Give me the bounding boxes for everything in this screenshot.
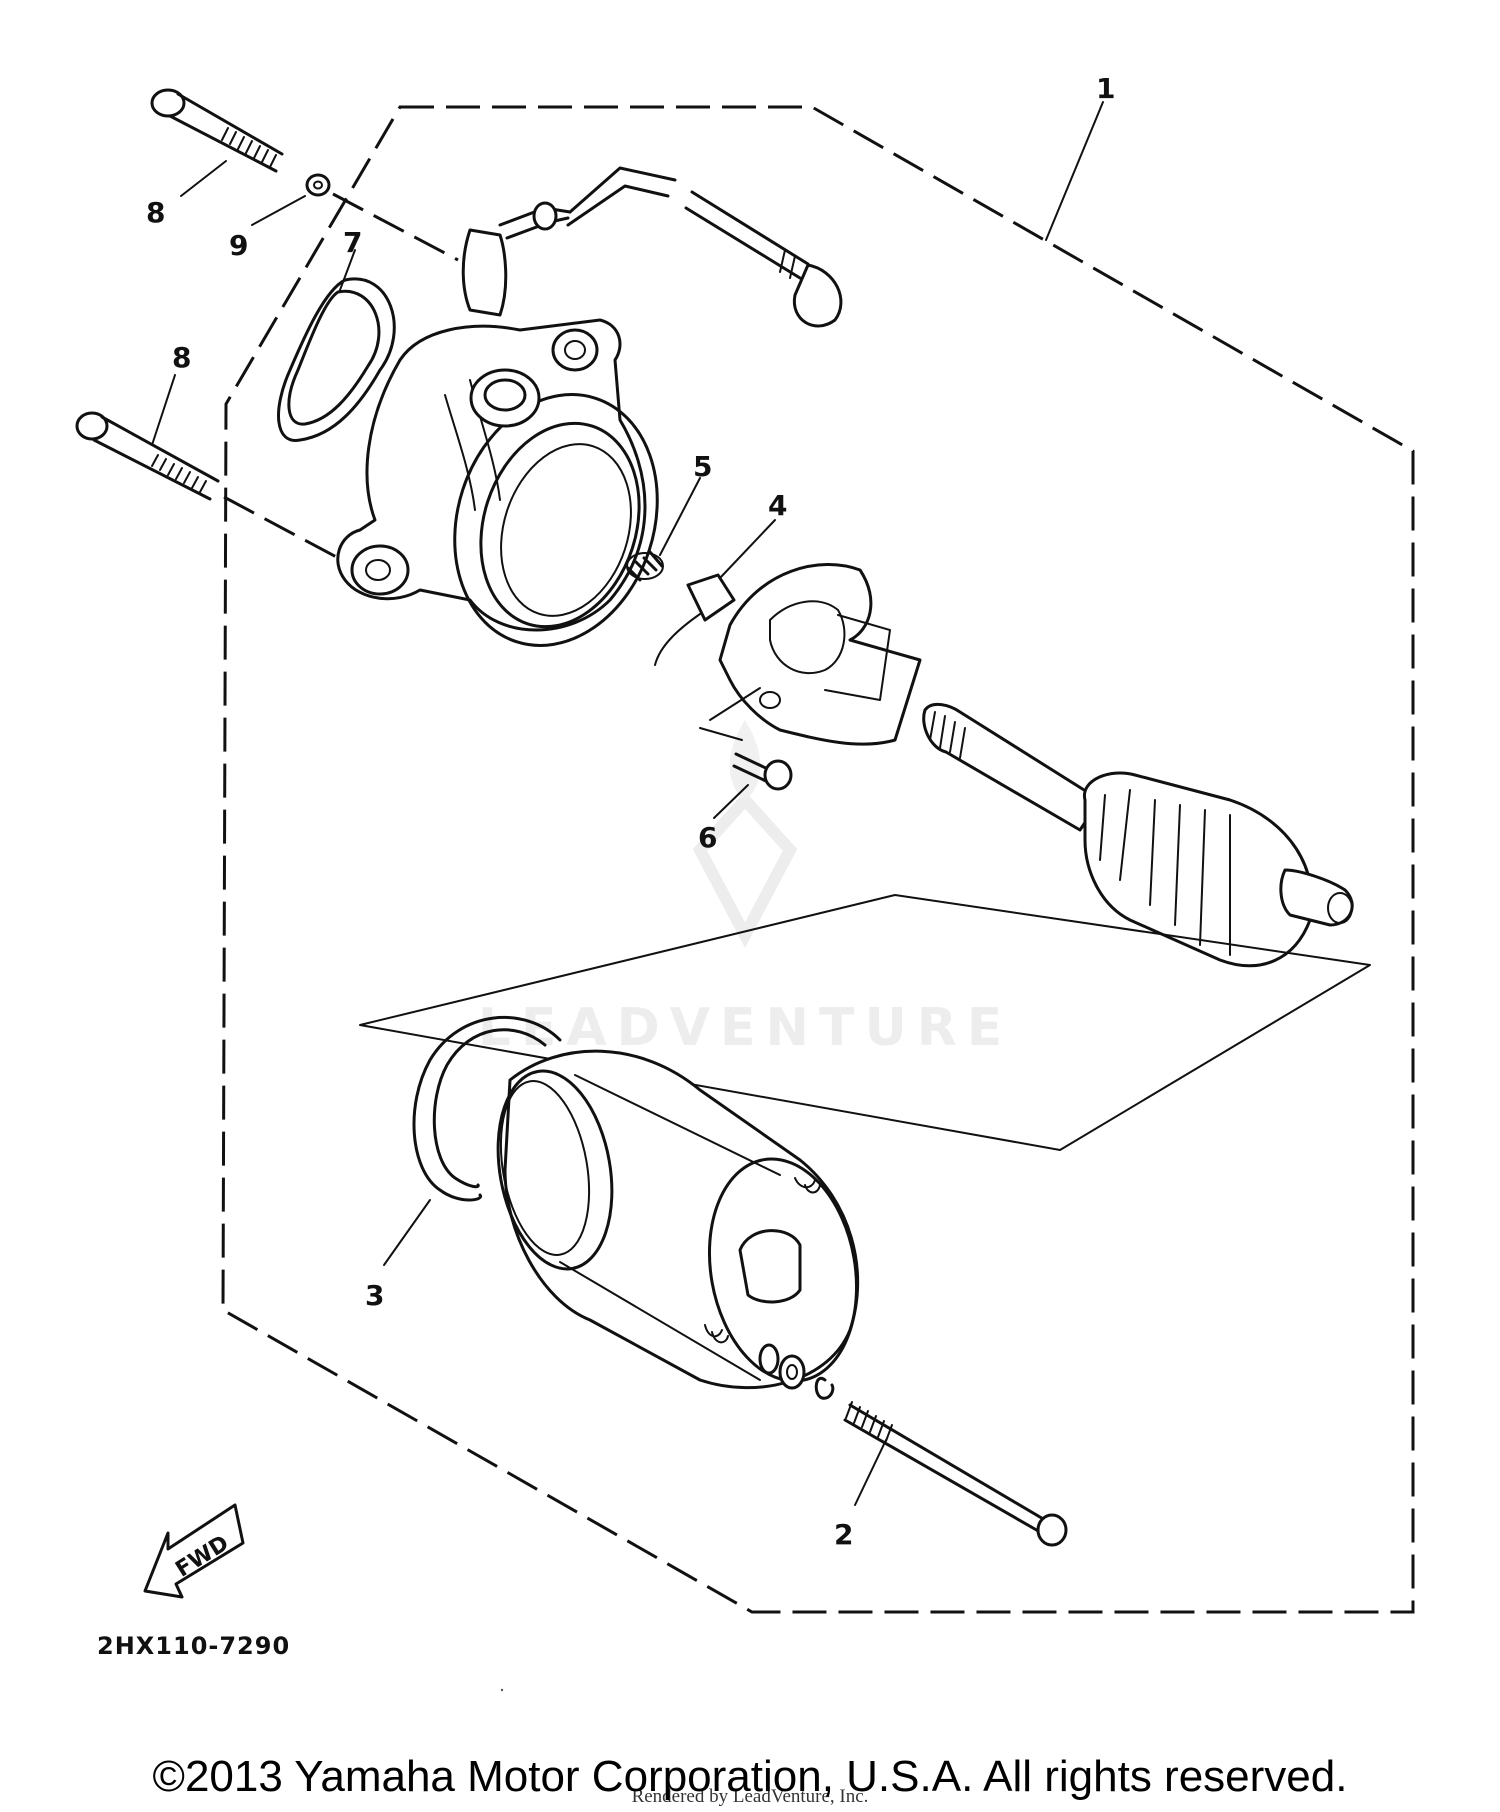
leader-5 bbox=[659, 477, 701, 556]
armature-assembly bbox=[922, 702, 1354, 968]
callout-3: 3 bbox=[365, 1279, 384, 1312]
fwd-arrow-icon: FWD bbox=[143, 1503, 245, 1599]
bolt-path-top bbox=[332, 192, 459, 262]
callout-8-top: 8 bbox=[146, 196, 165, 229]
callout-6: 6 bbox=[698, 821, 717, 854]
rendered-by-note: Rendered by LeadVenture, Inc. bbox=[631, 1786, 869, 1807]
screw-6 bbox=[732, 752, 793, 791]
starter-front-cover bbox=[336, 318, 659, 647]
leader-7 bbox=[339, 249, 356, 291]
diagram-part-number: 2HX110-7290 bbox=[97, 1632, 290, 1660]
fwd-label: FWD bbox=[171, 1531, 233, 1583]
bolt-8-left bbox=[75, 411, 220, 501]
assembly-boundary bbox=[221, 105, 1415, 1614]
callout-9: 9 bbox=[229, 229, 248, 262]
through-bolt-2 bbox=[843, 1401, 1068, 1547]
starter-lead-wire bbox=[461, 166, 843, 328]
starter-yoke bbox=[496, 1049, 860, 1390]
brush-holder-plate bbox=[718, 563, 922, 746]
copyright-notice: ©2013 Yamaha Motor Corporation, U.S.A. A… bbox=[152, 1752, 1348, 1801]
plate-hook-lines bbox=[699, 687, 761, 741]
bolt-path-left bbox=[223, 495, 343, 562]
callout-7: 7 bbox=[343, 226, 362, 259]
leader-8-top bbox=[180, 160, 227, 197]
watermark-text: LEADVENTURE bbox=[478, 998, 1013, 1058]
callout-2: 2 bbox=[834, 1518, 853, 1551]
leader-9 bbox=[251, 195, 306, 226]
brush-4 bbox=[654, 573, 736, 666]
callout-8-left: 8 bbox=[172, 341, 191, 374]
leader-6 bbox=[713, 784, 749, 819]
callout-5: 5 bbox=[693, 450, 712, 483]
leader-3 bbox=[383, 1199, 431, 1266]
leadventure-watermark: LEADVENTURE bbox=[478, 720, 1013, 1058]
yoke-subassembly-outline bbox=[359, 894, 1371, 1151]
washer-set bbox=[758, 1343, 835, 1400]
speck bbox=[500, 1688, 504, 1692]
leader-8-left bbox=[151, 374, 176, 446]
leader-2 bbox=[854, 1439, 887, 1506]
spring-5 bbox=[626, 550, 664, 582]
bolt-8-top bbox=[150, 88, 284, 173]
o-ring-3 bbox=[412, 1015, 562, 1202]
o-ring-7 bbox=[277, 277, 396, 442]
washer-9 bbox=[305, 173, 331, 197]
callout-4: 4 bbox=[768, 489, 787, 522]
leader-1 bbox=[1045, 101, 1104, 241]
callout-1: 1 bbox=[1096, 72, 1115, 105]
leader-4 bbox=[719, 519, 776, 579]
